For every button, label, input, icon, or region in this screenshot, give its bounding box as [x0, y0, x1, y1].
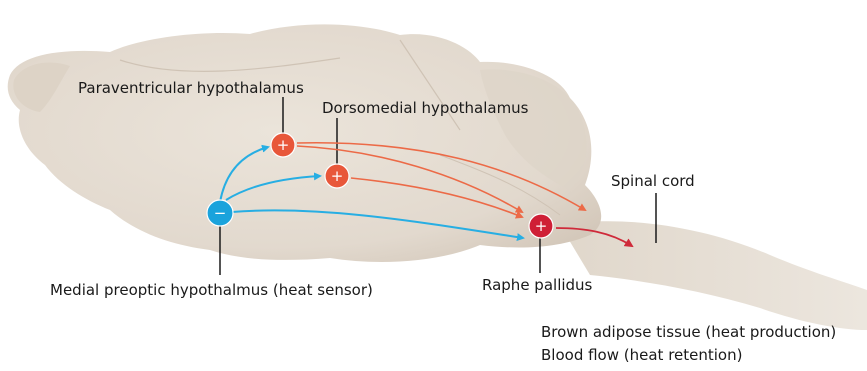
label-raphe: Raphe pallidus: [482, 276, 592, 294]
label-spinal-cord: Spinal cord: [611, 172, 695, 190]
label-blood-flow: Blood flow (heat retention): [541, 346, 742, 364]
node-symbol: +: [331, 167, 344, 185]
node-symbol: +: [277, 136, 290, 154]
label-paraventricular: Paraventricular hypothalamus: [78, 79, 304, 97]
node-raphe: +: [529, 214, 553, 238]
node-dorsomedial: +: [325, 164, 349, 188]
node-paraventricular: +: [271, 133, 295, 157]
label-medial-preoptic: Medial preoptic hypothalmus (heat sensor…: [50, 281, 373, 299]
spinal-cord-shape: [560, 221, 867, 330]
label-dorsomedial: Dorsomedial hypothalamus: [322, 99, 529, 117]
node-symbol: −: [214, 204, 227, 222]
node-medial-preoptic: −: [207, 200, 233, 226]
node-symbol: +: [535, 217, 548, 235]
label-brown-adipose: Brown adipose tissue (heat production): [541, 323, 836, 341]
